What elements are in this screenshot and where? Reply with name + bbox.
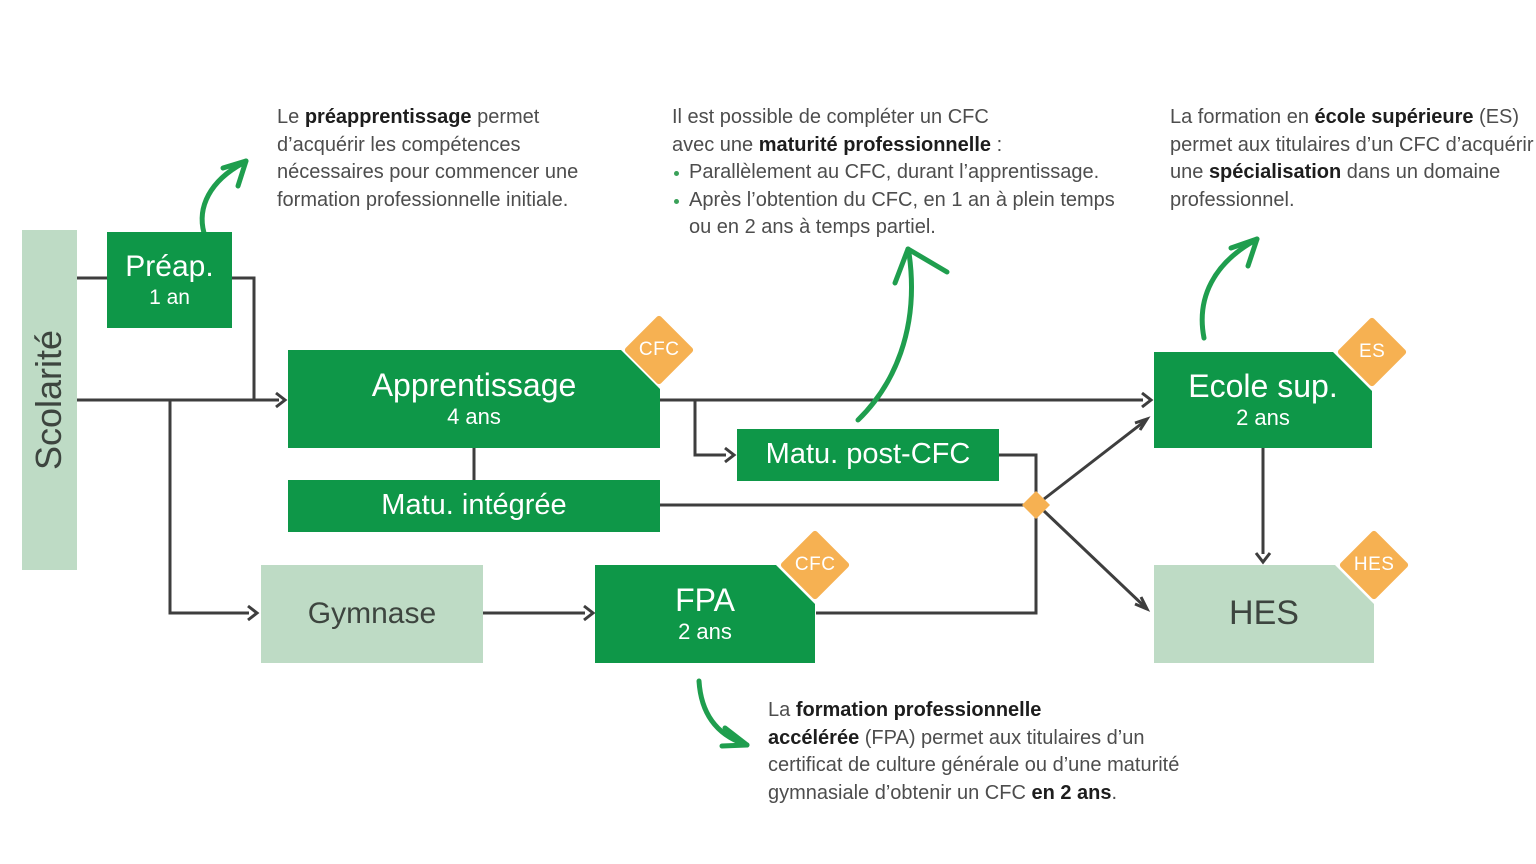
annotation-line: Le préapprentissage permet: [277, 106, 540, 128]
preap-title: Préap.: [125, 250, 214, 284]
preap-duration: 1 an: [149, 285, 190, 309]
annotation-line: une spécialisation dans un domaine: [1170, 161, 1501, 183]
line-branch-to-gymnase: [168, 400, 249, 615]
annotation-line: nécessaires pour commencer une: [277, 161, 579, 183]
arrow-junction-into-hes: [1134, 596, 1151, 612]
cfc-badge-label: CFC: [794, 554, 836, 575]
matu-post-cfc-title: Matu. post-CFC: [765, 438, 971, 471]
annotation-line: certificat de culture générale ou d’une …: [768, 754, 1180, 776]
arrow-into-apprentissage: [275, 391, 288, 409]
bullet-item: Après l’obtention du CFC, en 1 an à plei…: [672, 187, 1152, 242]
line-junction-to-ecolesup: [1043, 419, 1146, 501]
annotation-line: permet aux titulaires d’un CFC d’acquéri…: [1170, 133, 1534, 156]
line-branch-to-matupostcfc: [693, 400, 726, 457]
box-gymnase: Gymnase: [261, 565, 483, 663]
annotation-fpa: La formation professionnelle accélérée (…: [768, 697, 1198, 807]
arrow-into-hes-top: [1254, 552, 1272, 565]
annotation-ecole-superieure: La formation en école supérieure (ES) pe…: [1170, 104, 1536, 214]
sketch-arrow-matu-pro: [855, 246, 950, 423]
annotation-line: La formation en école supérieure (ES): [1170, 106, 1520, 128]
line-preap-to-mainline: [231, 276, 256, 399]
line-matupostcfc-to-junction: [999, 453, 1038, 493]
box-matu-post-cfc: Matu. post-CFC: [737, 429, 999, 481]
annotation-line: ou en 2 ans à temps partiel.: [689, 216, 936, 238]
annotation-line: avec une maturité professionnelle :: [672, 133, 1003, 156]
annotation-maturite-professionnelle: Il est possible de compléter un CFC avec…: [672, 104, 1152, 242]
box-preapprentissage: Préap. 1 an: [107, 232, 232, 328]
arrow-into-matupostcfc: [724, 446, 737, 464]
bullet-item: Parallèlement au CFC, durant l’apprentis…: [672, 159, 1152, 187]
cfc-badge-label: CFC: [638, 339, 680, 360]
ecole-sup-duration: 2 ans: [1236, 405, 1290, 431]
annotation-line: Il est possible de compléter un CFC: [672, 106, 989, 128]
annotation-line: Après l’obtention du CFC, en 1 an à plei…: [689, 188, 1115, 211]
scolarite-axis-box: Scolarité: [22, 230, 77, 570]
gymnase-title: Gymnase: [307, 596, 437, 630]
box-apprentissage: Apprentissage 4 ans: [288, 350, 660, 448]
sketch-arrow-preap: [199, 158, 249, 236]
ecole-sup-title: Ecole sup.: [1188, 368, 1338, 405]
arrow-into-gymnase: [247, 604, 260, 622]
line-junction-to-hes: [1042, 509, 1147, 609]
arrow-into-ecolesup: [1141, 391, 1154, 409]
arrow-into-fpa: [583, 604, 596, 622]
matu-integree-title: Matu. intégrée: [381, 489, 567, 522]
sketch-arrow-fpa: [696, 678, 750, 749]
box-fpa: FPA 2 ans: [595, 565, 815, 663]
annotation-line: professionnel.: [1170, 188, 1295, 211]
bullet-dot: [674, 198, 679, 204]
annotation-line: La formation professionnelle: [768, 699, 1042, 721]
apprentissage-title: Apprentissage: [371, 367, 577, 404]
arrow-junction-into-ecolesup: [1134, 416, 1151, 431]
scolarite-label: Scolarité: [28, 329, 70, 471]
box-ecole-superieure: Ecole sup. 2 ans: [1154, 352, 1372, 448]
annotation-line: accélérée (FPA) permet aux titulaires d’…: [768, 726, 1145, 749]
junction-diamond: [1022, 491, 1050, 519]
hes-title: HES: [1229, 594, 1299, 633]
box-hes: HES: [1154, 565, 1374, 663]
line-fpa-to-junction: [816, 517, 1038, 615]
annotation-line: formation professionnelle initiale.: [277, 188, 569, 211]
annotation-line: d’acquérir les compétences: [277, 133, 521, 156]
bullet-dot: [674, 171, 679, 176]
es-badge-label: ES: [1358, 340, 1386, 362]
apprentissage-duration: 4 ans: [447, 404, 501, 430]
fpa-duration: 2 ans: [678, 619, 732, 645]
fpa-title: FPA: [675, 582, 735, 619]
annotation-line: gymnasiale d’obtenir un CFC en 2 ans.: [768, 781, 1118, 804]
hes-badge-label: HES: [1353, 553, 1395, 575]
box-matu-integree: Matu. intégrée: [288, 480, 660, 532]
sketch-arrow-ecole-sup: [1199, 236, 1260, 341]
annotation-preapprentissage: Le préapprentissage permet d’acquérir le…: [277, 104, 587, 214]
